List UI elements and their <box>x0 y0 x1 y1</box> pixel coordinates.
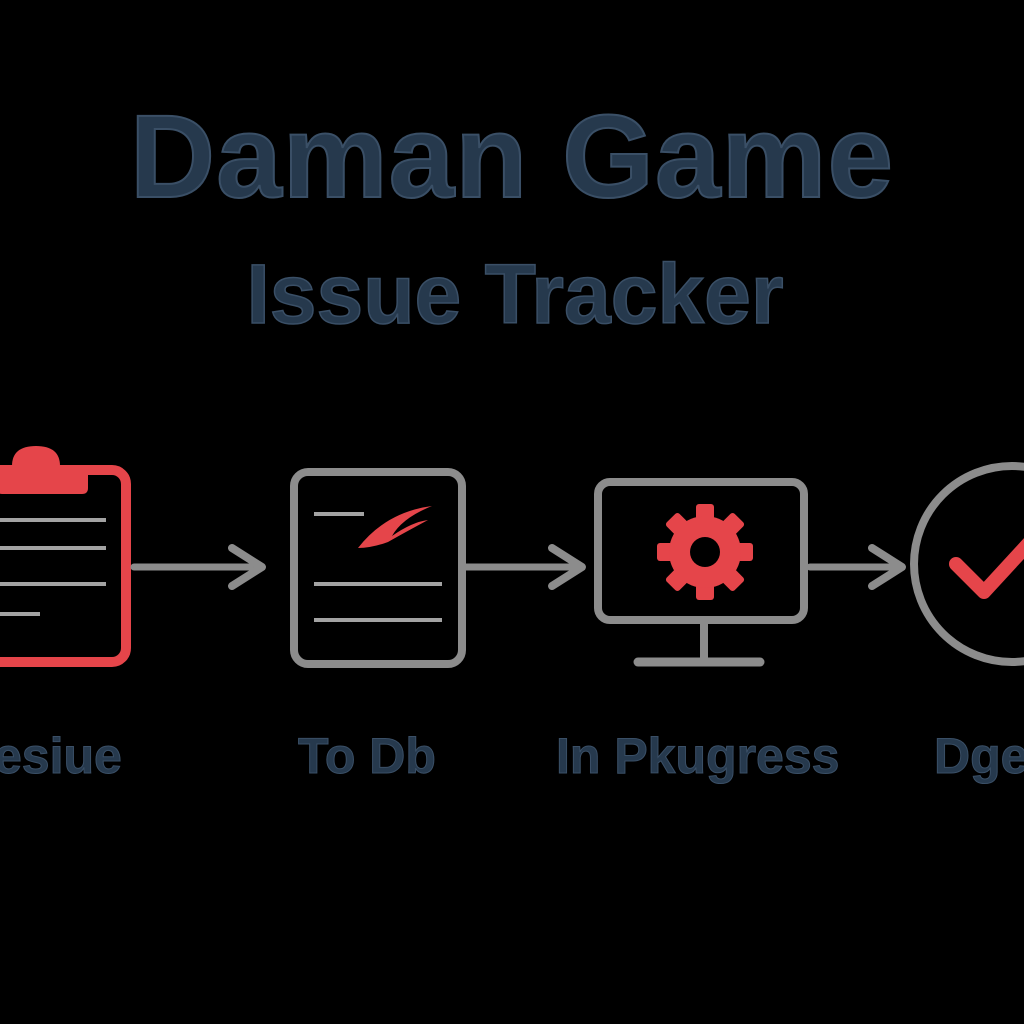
page-subtitle: Issue Tracker <box>246 247 785 341</box>
monitor-gear-icon <box>594 478 808 667</box>
page-title: Daman Game <box>129 91 895 223</box>
document-icon <box>290 468 466 668</box>
stage-label-done: Dge <box>933 728 1024 785</box>
stage-label-in-progress: In Pkugress <box>555 728 840 785</box>
clipboard-icon <box>0 446 131 667</box>
gear-icon <box>657 504 753 600</box>
arrow-right-icon <box>462 544 586 590</box>
stage-label-todo: To Db <box>298 728 437 785</box>
checkmark-circle-icon <box>910 462 1024 666</box>
stage-label-new: esiue <box>0 728 122 785</box>
arrow-right-icon <box>130 544 266 590</box>
arrow-right-icon <box>806 544 906 590</box>
